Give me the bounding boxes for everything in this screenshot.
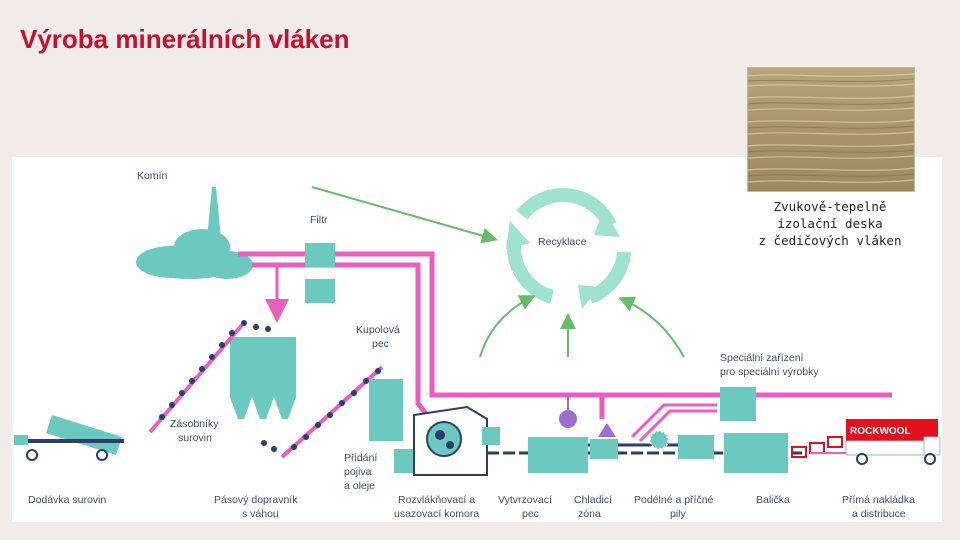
label-zasobniky-1: Zásobníky [170, 418, 219, 430]
label-pridani-3: a oleje [344, 480, 375, 492]
label-kupolova-pec-1: Kupolová [356, 324, 400, 336]
label-rozvlaknovaci-1: Rozvlákňovací a [398, 494, 475, 506]
label-kupolova-pec-2: pec [372, 338, 389, 350]
delivery-truck-icon [14, 415, 124, 461]
label-dodavka: Dodávka surovin [28, 494, 106, 506]
label-zasobniky-2: surovin [178, 432, 212, 444]
filter-box-bottom [305, 279, 335, 303]
label-pridani-1: Přidání [344, 452, 377, 464]
label-specialni-1: Speciální zařízení [720, 352, 804, 364]
cooling-zone-box [590, 439, 618, 459]
rockwool-brand-label: ROCKWOOL [850, 426, 911, 437]
label-recyklace: Recyklace [538, 236, 587, 248]
label-nakladka-1: Přímá nakládka [842, 494, 915, 506]
valve-icon [559, 410, 577, 428]
spinning-chamber-icon [413, 405, 488, 476]
label-vytvrzovaci-2: pec [522, 508, 539, 520]
saw-icon [649, 430, 669, 450]
cupola-furnace-box [369, 379, 403, 441]
label-balicka: Balička [756, 494, 790, 506]
saw-unit-box [678, 435, 714, 459]
silo-icons [230, 337, 296, 419]
filter-box-top [305, 243, 335, 267]
baler-box [724, 433, 788, 473]
label-rozvlaknovaci-2: usazovací komora [394, 508, 479, 520]
label-vytvrzovaci-1: Vytvrzovací [498, 494, 552, 506]
label-dopravnik-1: Pásový dopravník [214, 494, 298, 506]
label-filtr: Filtr [310, 214, 328, 226]
label-podelne-2: pily [670, 508, 687, 520]
smoke-cloud-icon [136, 229, 253, 279]
special-equipment-box [720, 387, 756, 421]
production-diagram: ROCKWOOL Komín Filtr Recyklace Kupolová … [12, 157, 942, 522]
small-station-box [482, 427, 500, 445]
process-lines [238, 251, 892, 421]
label-komin: Komín [137, 170, 168, 182]
rockwool-truck-icon [810, 419, 941, 465]
recycle-arrowheads [506, 209, 620, 309]
label-dopravnik-2: s váhou [242, 508, 279, 520]
label-specialni-2: pro speciální výrobky [720, 366, 819, 378]
label-podelne-1: Podélné a příčné [634, 494, 714, 506]
insulation-board-photo [747, 67, 915, 192]
cooling-triangle-icon [598, 423, 616, 437]
label-chladici-1: Chladicí [574, 494, 612, 506]
conveyor-belts [148, 320, 384, 459]
special-line [630, 403, 717, 443]
recycle-arrows [311, 186, 685, 358]
label-chladici-2: zóna [578, 508, 601, 520]
curing-oven-box [528, 437, 588, 473]
page-title: Výroba minerálních vláken [20, 24, 350, 54]
label-pridani-2: pojiva [344, 466, 372, 478]
label-nakladka-2: a distribuce [852, 508, 906, 520]
photo-caption: Zvukově-tepelně izolační deska z čedičov… [758, 199, 902, 248]
